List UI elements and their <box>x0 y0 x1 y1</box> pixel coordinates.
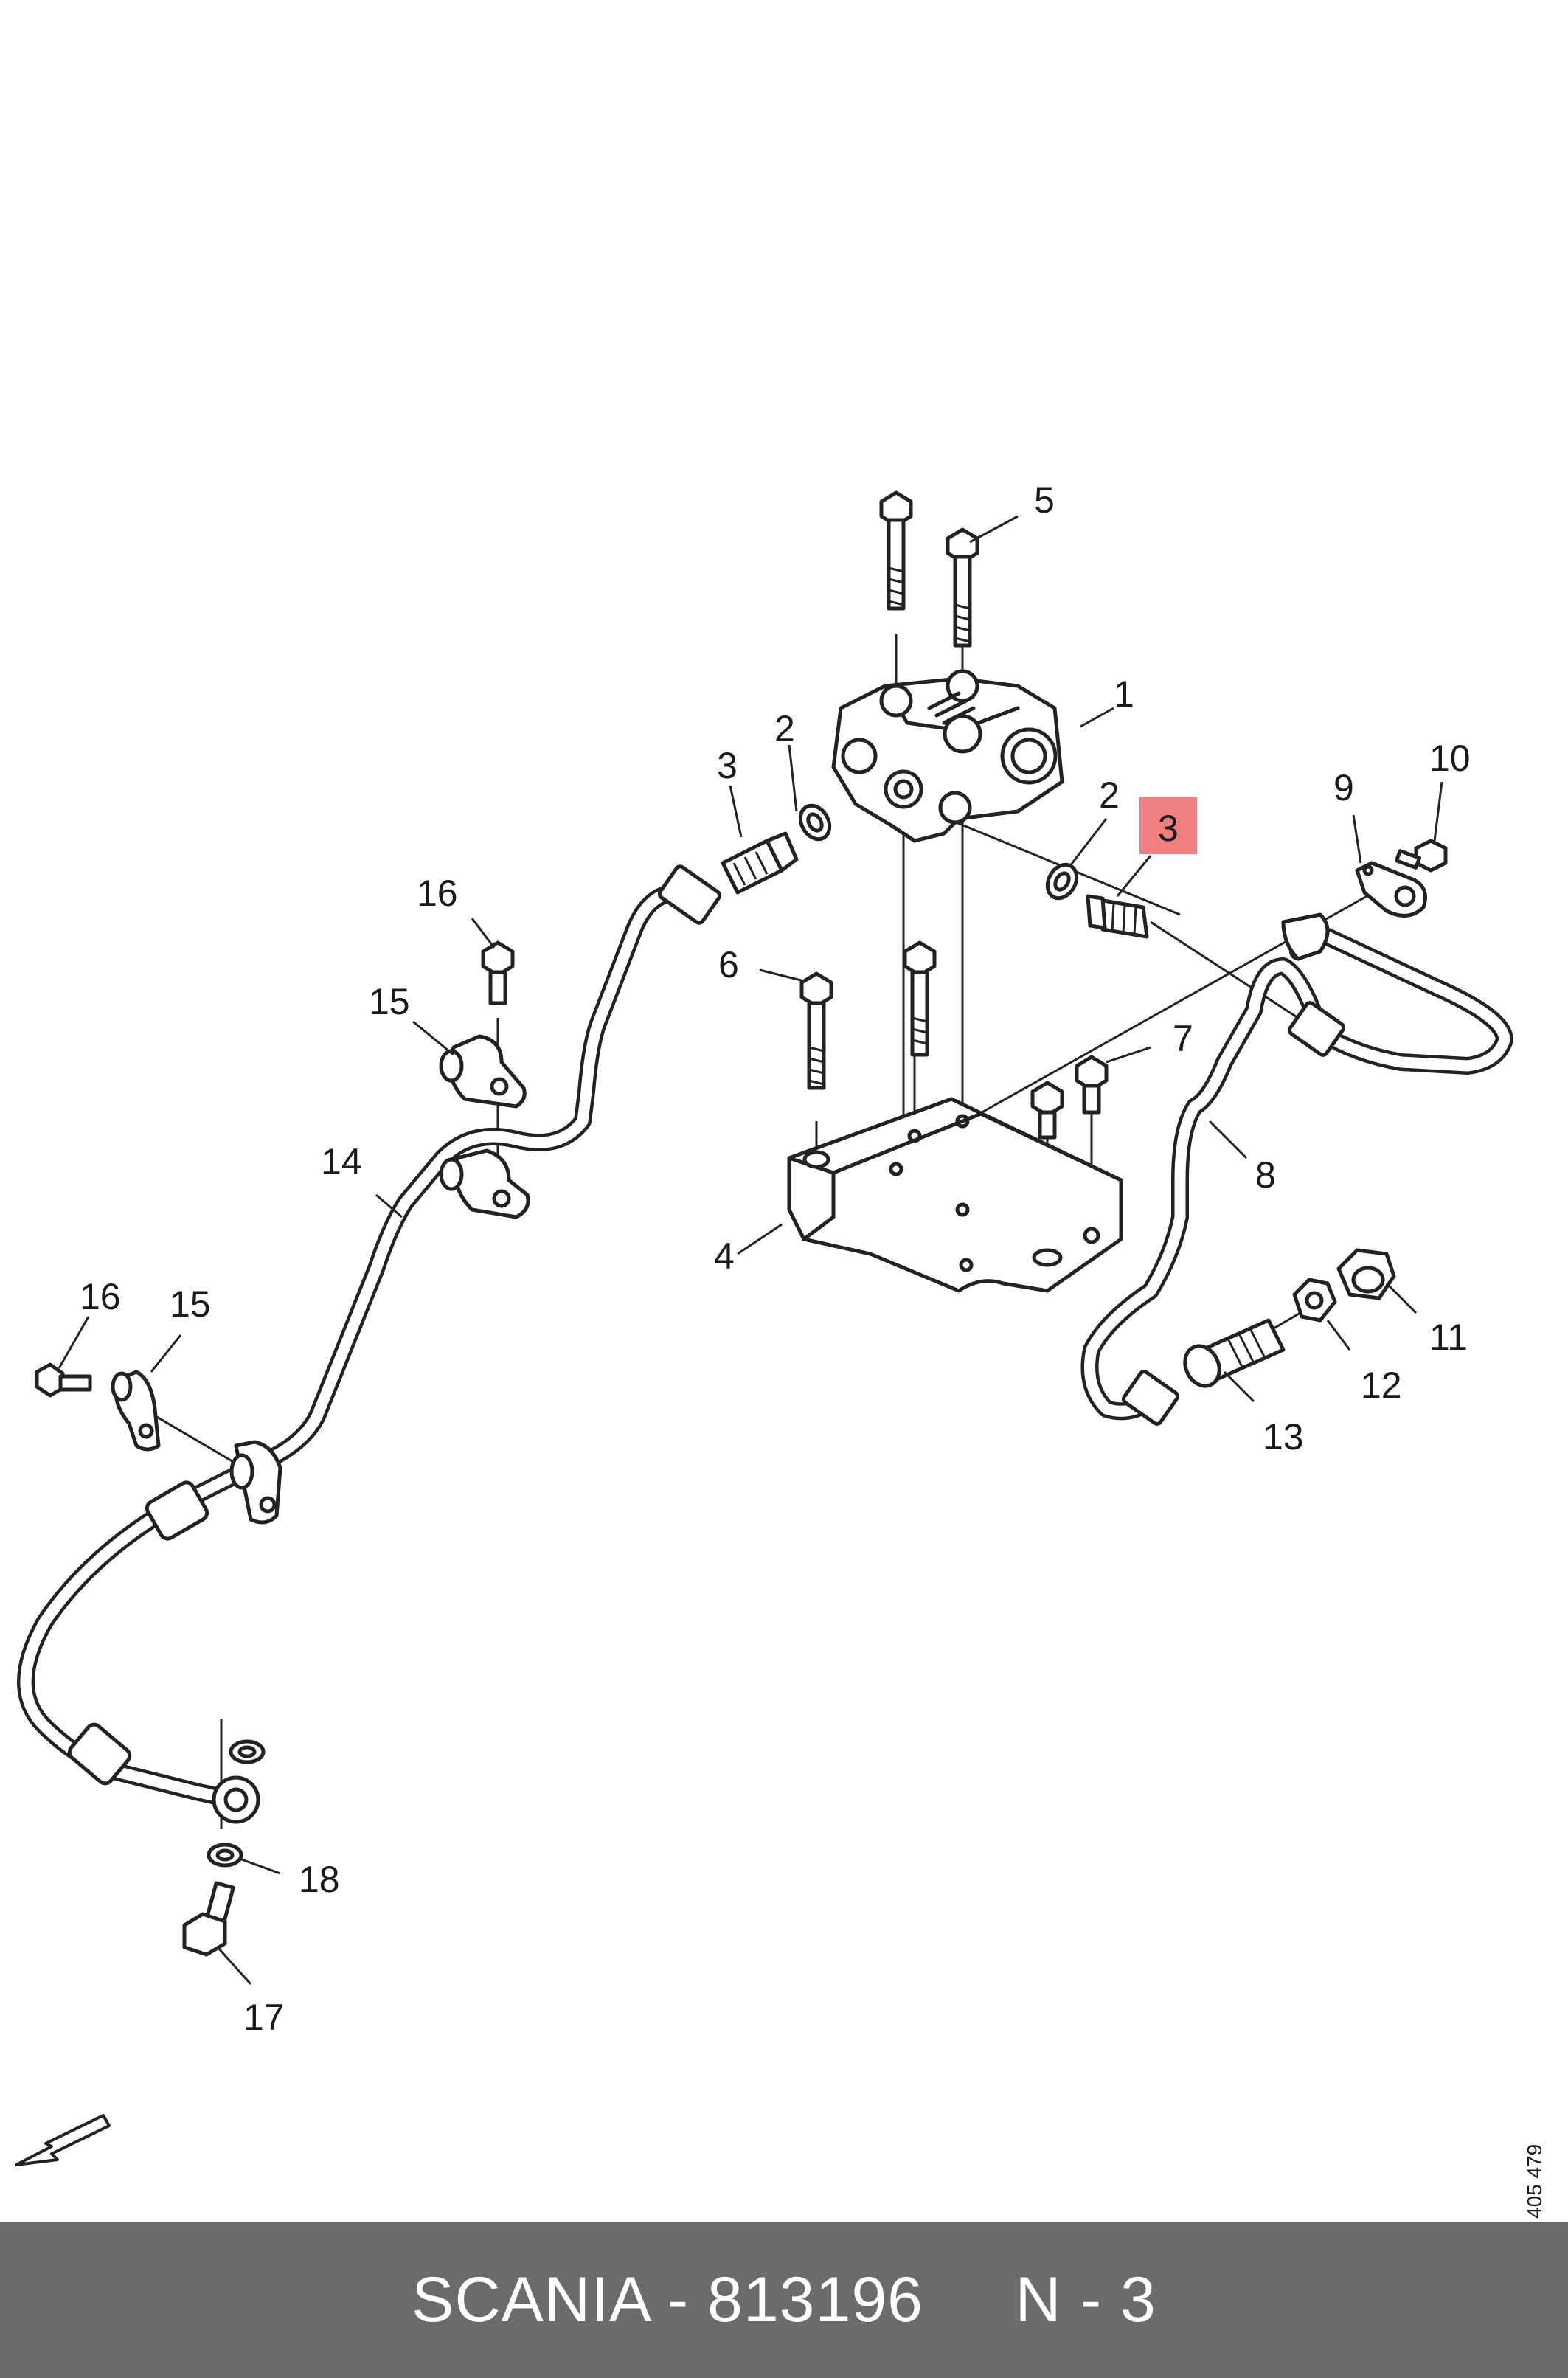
clamp-15-upper <box>439 1034 527 1109</box>
direction-arrow-icon <box>15 2114 111 2166</box>
callout-12: 12 <box>1361 1365 1402 1406</box>
washer-2-left <box>798 803 832 842</box>
exploded-parts-diagram: 1 2 2 3 3 4 5 6 7 8 9 10 11 12 13 14 15 … <box>15 479 1513 2166</box>
union-3-left <box>721 831 799 895</box>
bulkhead-union-13 <box>1183 1318 1286 1388</box>
callout-16: 16 <box>80 1276 121 1317</box>
assembly-lines <box>117 590 1387 1829</box>
part-number-caption: SCANIA - 813196 N - 3 <box>412 2264 1156 2335</box>
pipe-8 <box>1080 912 1513 1426</box>
union-3-right-highlighted <box>1086 894 1149 939</box>
bracket-plate-4 <box>787 1097 1123 1293</box>
callout-5: 5 <box>1034 479 1055 521</box>
bolt-6-left <box>799 971 833 1090</box>
cap-nut-11 <box>1336 1248 1396 1300</box>
bolt-5-right <box>946 527 979 648</box>
callout-9: 9 <box>1333 767 1354 808</box>
bolt-7-left <box>1030 1081 1064 1140</box>
washer-2-right <box>1045 862 1079 901</box>
nut-12 <box>1292 1278 1337 1323</box>
pipe-14 <box>17 864 722 1824</box>
bracket-9 <box>1355 861 1427 918</box>
callout-leaders <box>58 515 1443 1986</box>
callout-labels: 1 2 2 3 3 4 5 6 7 8 9 10 11 12 13 14 15 … <box>80 479 1471 2038</box>
callout-14: 14 <box>321 1141 362 1182</box>
callout-11: 11 <box>1429 1317 1468 1358</box>
callout-6: 6 <box>718 944 739 985</box>
screw-16-lower <box>35 1362 92 1398</box>
clamp-on-pipe-lower <box>229 1440 282 1525</box>
bolt-6-right <box>903 940 937 1057</box>
bolt-7-right <box>1075 1055 1109 1115</box>
callout-2: 2 <box>1099 774 1120 816</box>
banjo-bolt-17 <box>182 1881 235 1957</box>
callout-15: 15 <box>170 1283 211 1325</box>
callout-10: 10 <box>1429 738 1471 779</box>
reference-code-text: 405 479 <box>1523 2144 1546 2219</box>
callout-1: 1 <box>1114 673 1134 715</box>
callout-13: 13 <box>1263 1416 1304 1457</box>
screw-16-upper <box>481 940 515 1005</box>
footer-bar: SCANIA - 813196 N - 3 <box>0 2222 1568 2378</box>
callout-4: 4 <box>714 1235 735 1277</box>
reference-code: 405 479 <box>1523 2144 1546 2219</box>
callout-15: 15 <box>369 981 410 1022</box>
clamp-15-lower <box>111 1370 161 1452</box>
callout-7: 7 <box>1173 1018 1193 1059</box>
callout-17: 17 <box>243 1997 285 2038</box>
callout-8: 8 <box>1255 1154 1276 1196</box>
washer-18-lower <box>207 1843 243 1868</box>
clamp-on-pipe-upper <box>439 1148 530 1219</box>
screw-10 <box>1394 839 1448 873</box>
callout-2: 2 <box>774 708 795 749</box>
callout-3: 3 <box>717 745 738 786</box>
valve-block-1 <box>831 669 1064 843</box>
washer-18-upper <box>229 1739 266 1764</box>
highlight-box <box>1139 797 1197 854</box>
callout-18: 18 <box>299 1859 340 1900</box>
callout-16: 16 <box>417 873 458 914</box>
bolt-5-left <box>879 490 913 611</box>
callout-3-highlighted: 3 <box>1158 808 1179 849</box>
